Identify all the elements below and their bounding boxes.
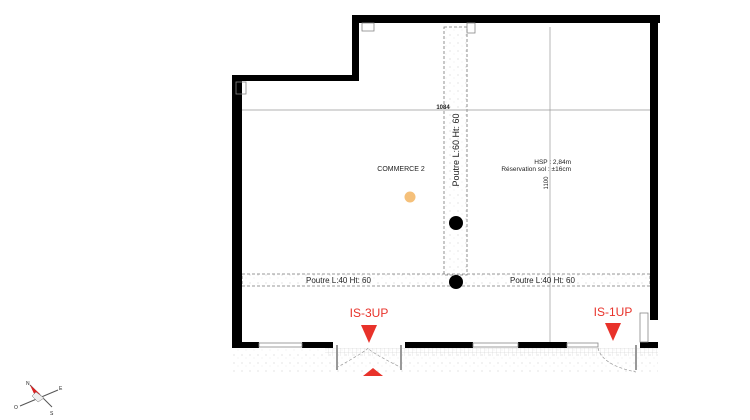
reservation-label: Réservation sol : ±16cm xyxy=(501,166,571,173)
marker-triangle-down xyxy=(605,323,621,341)
marker-triangle-down xyxy=(361,325,377,343)
column-point xyxy=(449,275,463,289)
marker-label-is3up: IS-3UP xyxy=(350,306,389,320)
horizontal-beam xyxy=(241,273,651,287)
compass-o: O xyxy=(14,405,18,411)
marker-label-is1up: IS-1UP xyxy=(594,305,633,319)
compass-e: E xyxy=(59,386,63,392)
windows xyxy=(235,22,649,348)
room-name: COMMERCE 2 xyxy=(377,166,425,173)
vertical-beam-label: Poutre L:60 Ht: 60 xyxy=(451,113,461,186)
door-leaf xyxy=(336,345,338,370)
dimension-depth: 1100 xyxy=(544,176,550,190)
compass-s: S xyxy=(50,411,54,417)
compass-n: N xyxy=(26,381,30,387)
sidewalk-grid xyxy=(325,348,658,356)
dimension-width: 1084 xyxy=(436,105,450,111)
walls xyxy=(232,15,660,348)
horizontal-beam-label-right: Poutre L:40 Ht: 60 xyxy=(510,276,575,285)
door-leaf xyxy=(635,345,637,370)
compass-rose: N E S O xyxy=(14,381,63,417)
door-leaf xyxy=(400,345,402,370)
marker-triangle-up xyxy=(363,368,383,376)
marker-point xyxy=(404,191,416,203)
doors xyxy=(335,347,637,373)
horizontal-beam-label-left: Poutre L:40 Ht: 60 xyxy=(306,276,371,285)
column-point xyxy=(449,216,463,230)
hsp-label: HSP : 2,84m xyxy=(534,159,571,166)
